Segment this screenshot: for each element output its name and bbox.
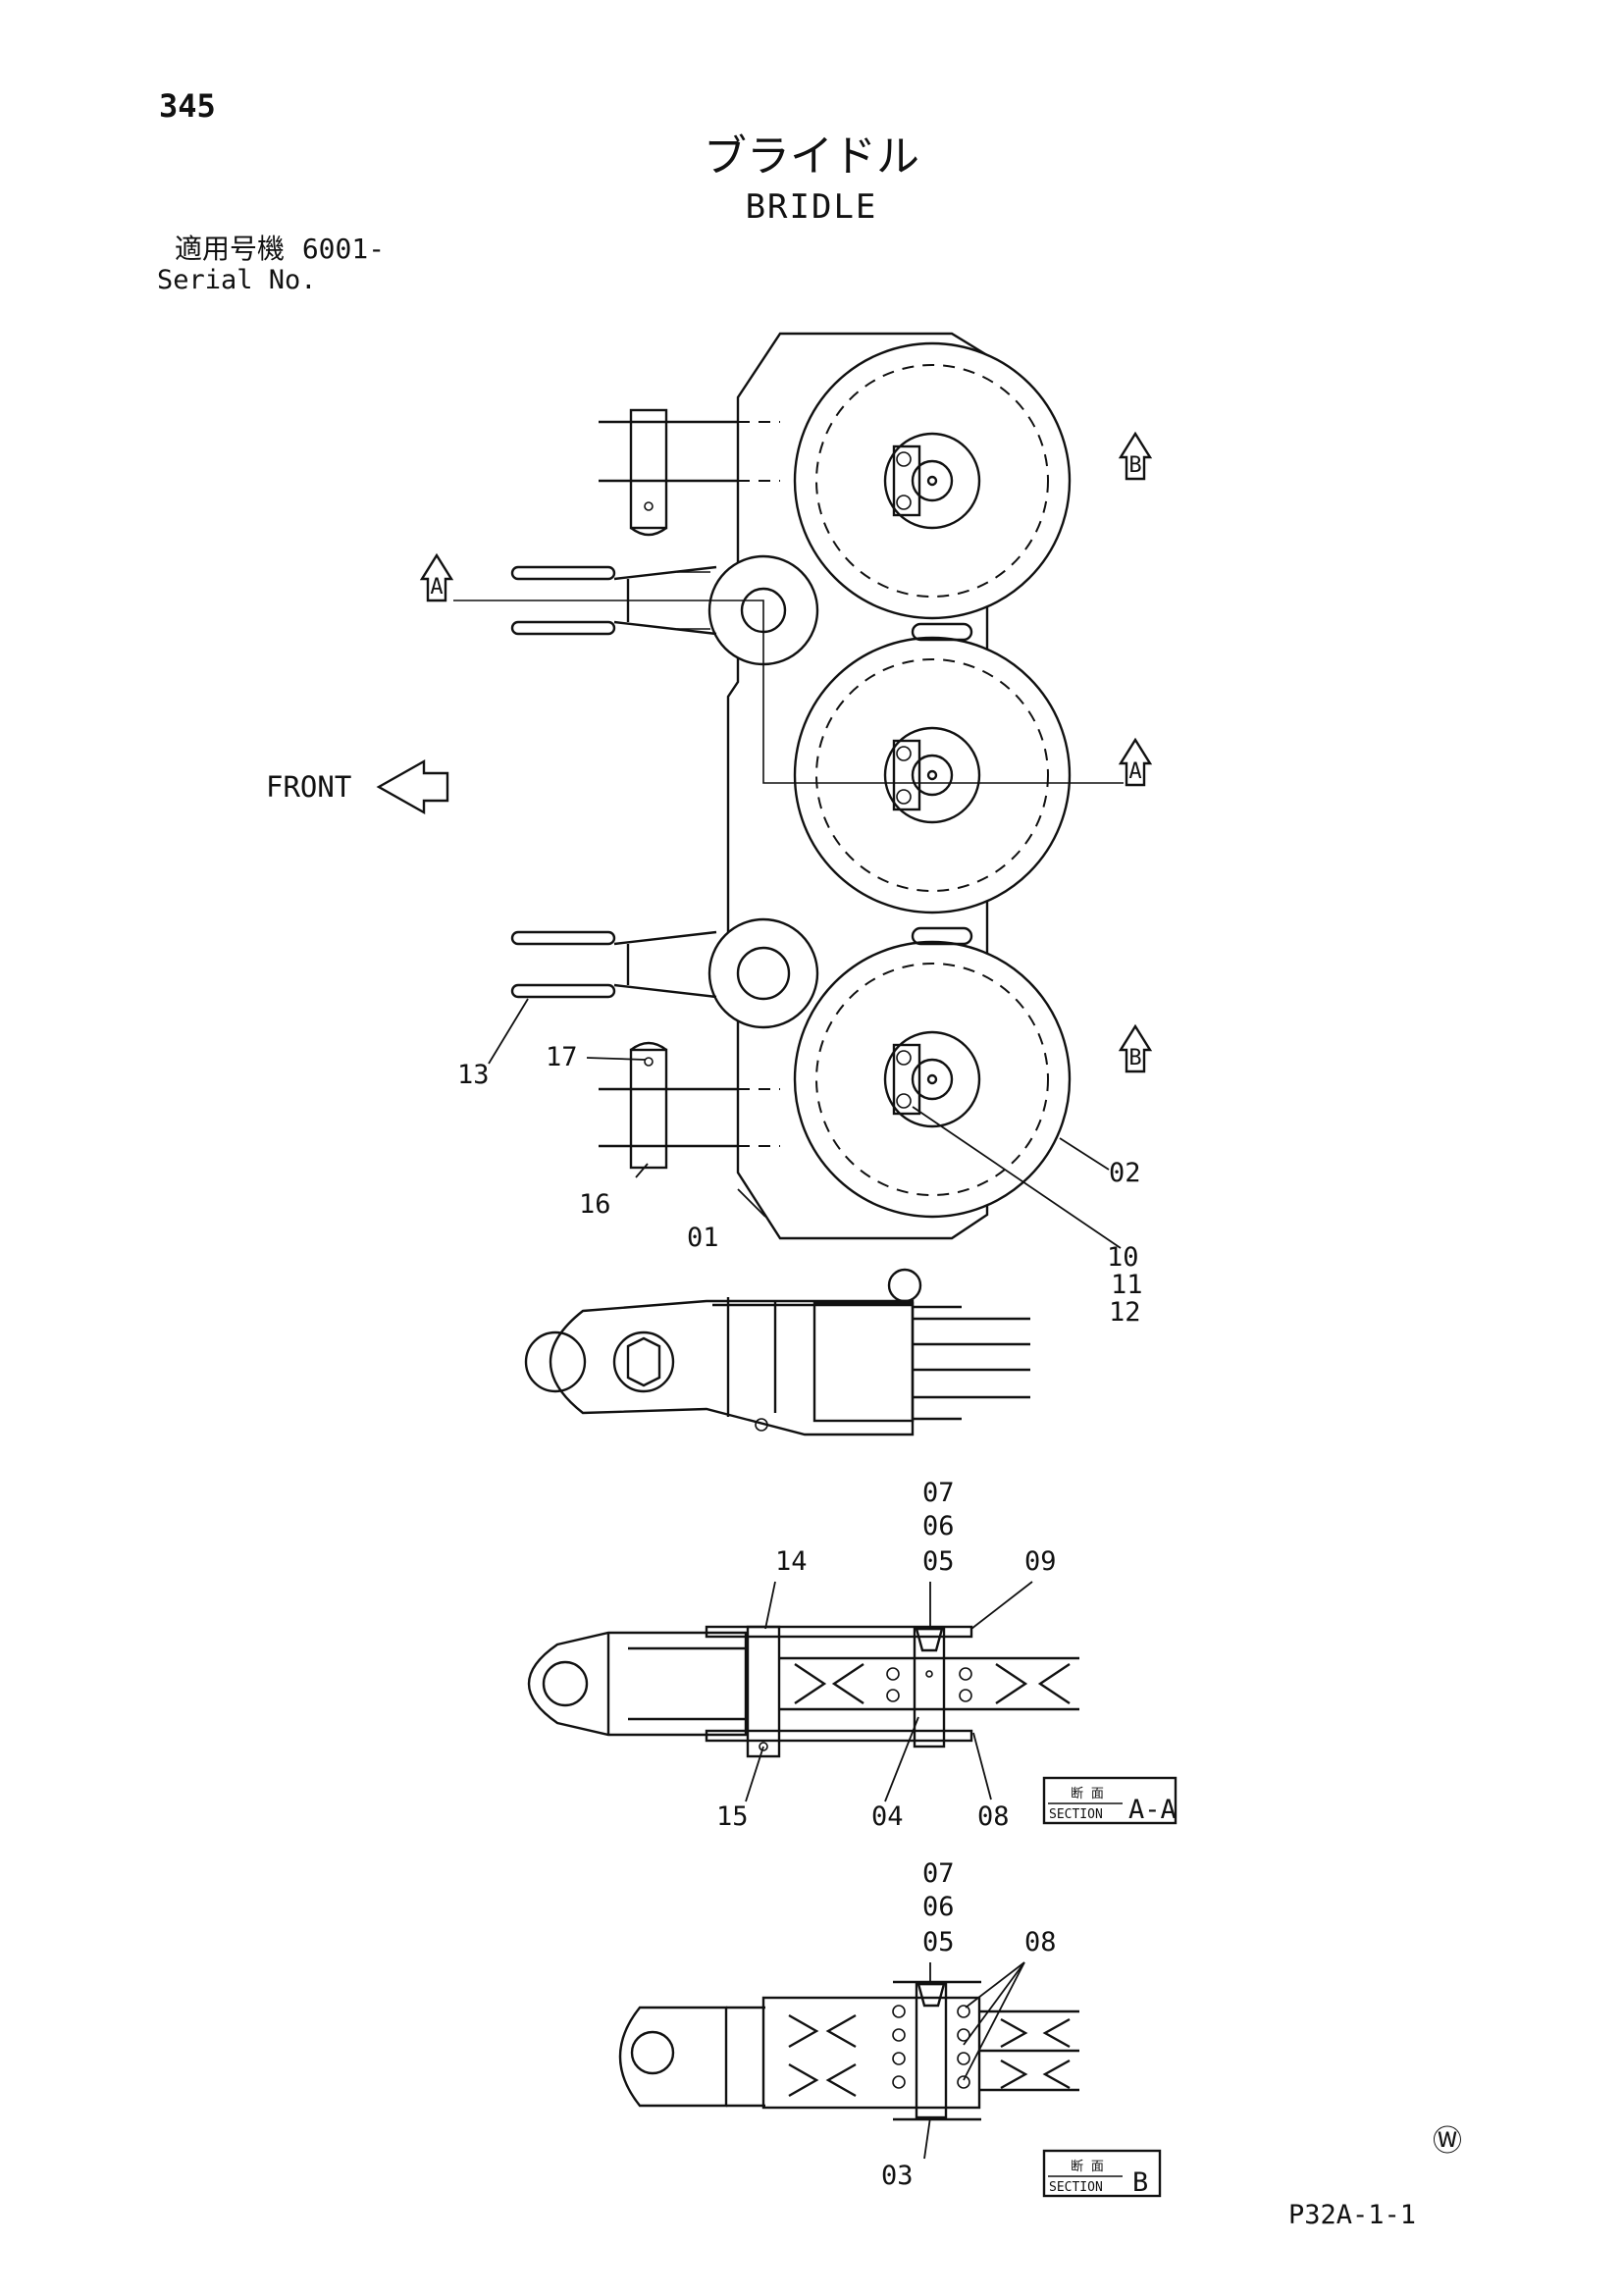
label-03: 03 — [881, 2161, 914, 2191]
svg-text:SECTION: SECTION — [1049, 2180, 1103, 2195]
svg-text:B: B — [1132, 2167, 1148, 2198]
view-marker-a-right: A — [1118, 737, 1153, 787]
label-06-b: 06 — [922, 1892, 955, 1922]
section-label-b: 断 面 SECTION B — [1042, 2149, 1162, 2198]
label-05-aa: 05 — [922, 1546, 955, 1577]
pivot-lower — [707, 917, 819, 1029]
label-01: 01 — [687, 1223, 719, 1253]
sheave-middle — [793, 636, 1072, 914]
svg-text:B: B — [1128, 1046, 1141, 1070]
pin-lower — [599, 1041, 780, 1170]
serial-label-jp: 適用号機 — [175, 233, 286, 265]
svg-text:A: A — [430, 575, 443, 600]
svg-text:A: A — [1128, 759, 1141, 784]
title-english: BRIDLE — [745, 187, 878, 227]
label-02: 02 — [1109, 1158, 1141, 1188]
section-cut-line-a — [453, 600, 1124, 784]
link-upper — [510, 565, 717, 636]
label-09: 09 — [1024, 1546, 1057, 1577]
front-direction-indicator: FRONT — [266, 758, 449, 815]
pin-upper — [599, 408, 780, 537]
top-view — [453, 332, 1124, 1240]
label-10: 10 — [1107, 1242, 1139, 1273]
label-12: 12 — [1109, 1297, 1141, 1328]
serial-label-en: Serial No. — [157, 265, 317, 295]
label-17: 17 — [546, 1042, 578, 1072]
label-04: 04 — [871, 1801, 904, 1832]
label-14: 14 — [775, 1546, 808, 1577]
label-11: 11 — [1111, 1270, 1143, 1300]
label-16: 16 — [579, 1189, 611, 1220]
label-06-aa: 06 — [922, 1511, 955, 1541]
label-07-b: 07 — [922, 1858, 955, 1889]
serial-value: 6001- — [301, 233, 386, 265]
link-lower — [510, 930, 717, 999]
label-07-aa: 07 — [922, 1478, 955, 1508]
view-marker-b-lower: B — [1118, 1023, 1153, 1073]
page-number: 345 — [159, 87, 216, 125]
sheave-lower — [793, 940, 1072, 1219]
svg-text:B: B — [1128, 453, 1141, 478]
view-marker-a-left: A — [419, 552, 454, 602]
spacer-upper — [911, 622, 973, 642]
label-15: 15 — [716, 1801, 749, 1832]
sheave-upper — [793, 341, 1072, 620]
section-label-a-a: 断 面 SECTION A-A — [1042, 1776, 1178, 1825]
side-view — [524, 1268, 1030, 1436]
label-13: 13 — [457, 1060, 490, 1090]
watermark-symbol: Ⓦ — [1433, 2124, 1462, 2159]
svg-text:A-A: A-A — [1128, 1795, 1177, 1825]
spacer-lower — [911, 926, 973, 946]
svg-text:FRONT: FRONT — [266, 770, 351, 804]
svg-text:断 面: 断 面 — [1071, 1787, 1104, 1801]
label-08-b: 08 — [1024, 1927, 1057, 1957]
leader-lines — [488, 998, 1122, 2160]
page-reference: P32A-1-1 — [1288, 2200, 1417, 2230]
label-08-aa: 08 — [977, 1801, 1010, 1832]
serial-row: 適用号機 6001- — [175, 235, 385, 263]
svg-text:断 面: 断 面 — [1071, 2160, 1104, 2174]
label-05-b: 05 — [922, 1927, 955, 1957]
section-b-view — [618, 1980, 1079, 2121]
view-marker-b-upper: B — [1118, 431, 1153, 481]
svg-text:SECTION: SECTION — [1049, 1807, 1103, 1822]
title-japanese: ブライドル — [704, 131, 919, 182]
part-number-labels: 01 02 10 11 12 13 17 16 07 06 05 14 09 1… — [457, 1042, 1143, 2191]
section-a-a-view — [528, 1625, 1079, 1758]
